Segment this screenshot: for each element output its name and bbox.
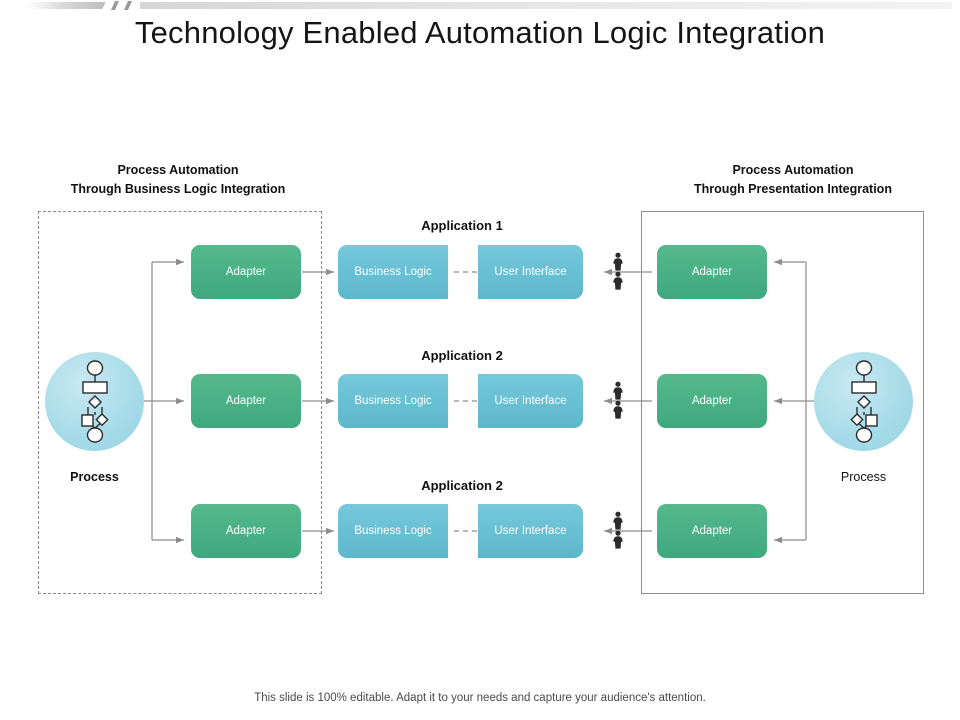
left-process-label: Process (70, 470, 119, 484)
left-heading-line1: Process Automation (117, 163, 239, 177)
right-adapter-2-label: Adapter (691, 395, 733, 407)
business-logic-1[interactable]: Business Logic (338, 245, 448, 299)
left-heading-line2: Through Business Logic Integration (70, 182, 286, 196)
right-process-circle (814, 352, 913, 451)
application-2-label: Application 2 (421, 348, 503, 363)
right-section-heading: Process Automation Through Presentation … (655, 161, 931, 199)
right-process-node[interactable]: Process (814, 352, 913, 484)
user-interface-3-label: User Interface (494, 525, 567, 537)
right-heading-line1: Process Automation (732, 163, 854, 177)
left-adapter-2-label: Adapter (225, 395, 267, 407)
left-adapter-1[interactable]: Adapter (191, 245, 301, 299)
application-3-label: Application 2 (421, 478, 503, 493)
page-title: Technology Enabled Automation Logic Inte… (134, 15, 826, 50)
user-interface-1[interactable]: User Interface (478, 245, 583, 299)
left-process-node[interactable]: Process (45, 352, 144, 484)
business-logic-3-label: Business Logic (354, 525, 432, 537)
footer-note: This slide is 100% editable. Adapt it to… (254, 692, 706, 704)
top-decor-bar (0, 0, 960, 11)
left-adapter-2[interactable]: Adapter (191, 374, 301, 428)
business-logic-3[interactable]: Business Logic (338, 504, 448, 558)
top-bar-right-segment (140, 2, 952, 9)
people-icon (610, 381, 630, 419)
people-icon (610, 511, 630, 549)
right-adapter-1[interactable]: Adapter (657, 245, 767, 299)
flowchart-icon (80, 359, 109, 443)
user-interface-2[interactable]: User Interface (478, 374, 583, 428)
left-adapter-3[interactable]: Adapter (191, 504, 301, 558)
right-adapter-2[interactable]: Adapter (657, 374, 767, 428)
flowchart-icon (849, 359, 878, 443)
business-logic-2-label: Business Logic (354, 395, 432, 407)
left-section-heading: Process Automation Through Business Logi… (40, 161, 316, 199)
application-1-label: Application 1 (421, 218, 503, 233)
left-panel-boundary (38, 211, 322, 594)
business-logic-1-label: Business Logic (354, 266, 432, 278)
left-adapter-3-label: Adapter (225, 525, 267, 537)
top-bar-left-segment (28, 2, 106, 9)
right-adapter-3-label: Adapter (691, 525, 733, 537)
business-logic-2[interactable]: Business Logic (338, 374, 448, 428)
people-icon (610, 252, 630, 290)
right-heading-line2: Through Presentation Integration (694, 182, 892, 196)
user-interface-1-label: User Interface (494, 266, 567, 278)
right-panel-boundary (641, 211, 924, 594)
right-adapter-1-label: Adapter (691, 266, 733, 278)
right-process-label: Process (840, 470, 887, 484)
right-adapter-3[interactable]: Adapter (657, 504, 767, 558)
left-process-circle (45, 352, 144, 451)
left-adapter-1-label: Adapter (225, 266, 267, 278)
user-interface-2-label: User Interface (494, 395, 567, 407)
user-interface-3[interactable]: User Interface (478, 504, 583, 558)
